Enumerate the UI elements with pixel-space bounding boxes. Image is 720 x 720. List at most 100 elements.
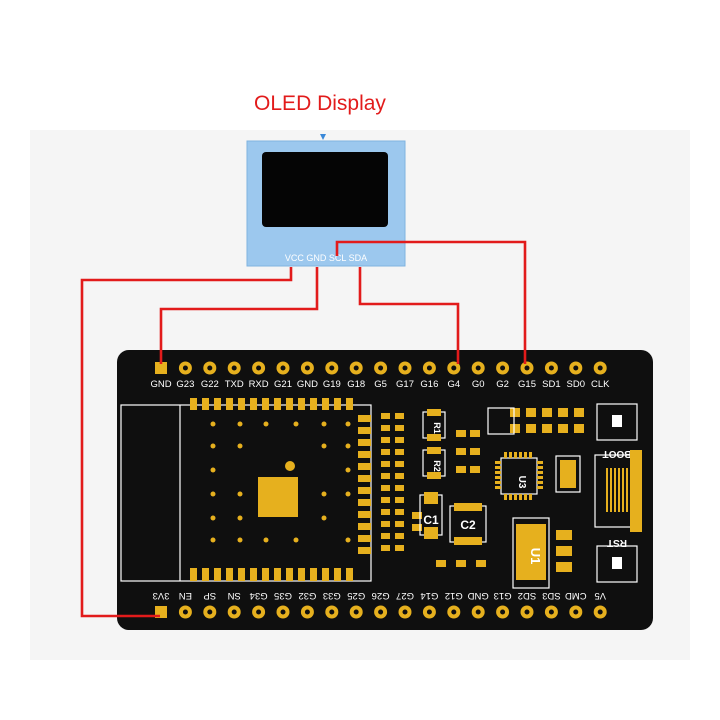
module-pad — [310, 568, 317, 581]
silk-label: R2 — [432, 460, 442, 472]
smd-pad — [395, 461, 404, 467]
pin-hole — [426, 609, 432, 615]
module-pad — [274, 568, 281, 581]
bottom-pin-label: G26 — [372, 590, 390, 601]
smd-pad — [456, 430, 466, 437]
smd-pad — [454, 503, 482, 511]
smd-pad — [618, 468, 620, 512]
module-pad — [358, 415, 371, 422]
wire-vcc-3v3 — [80, 267, 293, 618]
smd-pad — [495, 476, 501, 479]
smd-pad — [381, 461, 390, 467]
smd-pad — [537, 486, 543, 489]
smd-pad — [495, 486, 501, 489]
smd-pad — [470, 430, 480, 437]
smd-pad — [427, 409, 441, 416]
smd-pad — [395, 449, 404, 455]
smd-pad — [524, 494, 527, 500]
smd-pad — [556, 562, 572, 572]
top-pin-label: CLK — [591, 379, 610, 390]
pin-hole — [182, 365, 188, 371]
silk-label: RST — [607, 537, 627, 548]
module-pad — [214, 568, 221, 581]
silk-label: R1 — [432, 422, 442, 434]
bottom-pin-label: G13 — [494, 590, 512, 601]
module-pad — [190, 568, 197, 581]
smd-pad — [630, 450, 642, 532]
smd-pad — [381, 497, 390, 503]
smd-pad — [427, 472, 441, 479]
smd-pad — [510, 424, 520, 433]
smd-pad — [526, 408, 536, 417]
via — [321, 421, 327, 427]
pin-hole — [353, 365, 359, 371]
pin-hole — [280, 609, 286, 615]
smd-pad — [606, 468, 608, 512]
smd-pad — [381, 545, 390, 551]
bottom-pin-label: SD2 — [518, 590, 536, 601]
smd-pad — [556, 530, 572, 540]
smd-pad — [454, 537, 482, 545]
via — [321, 491, 327, 497]
module-pad — [358, 535, 371, 542]
top-pin-label: G4 — [447, 379, 460, 390]
smd-pad — [381, 449, 390, 455]
via — [345, 491, 351, 497]
module-pad — [346, 398, 353, 410]
pin-hole — [402, 609, 408, 615]
top-pin-label: G22 — [201, 379, 219, 390]
smd-pad — [504, 452, 507, 458]
smd-pad — [395, 413, 404, 419]
smd-pad — [427, 434, 441, 441]
pin-hole — [475, 609, 481, 615]
module-pad — [358, 451, 371, 458]
via — [345, 467, 351, 473]
bottom-pin-label: SD3 — [542, 590, 560, 601]
bottom-pin-label: G32 — [298, 590, 316, 601]
boot-button — [612, 415, 622, 427]
via — [293, 421, 299, 427]
smd-pad — [395, 545, 404, 551]
smd-pad — [537, 471, 543, 474]
via — [210, 443, 216, 449]
smd-pad — [542, 408, 552, 417]
pin-hole — [475, 365, 481, 371]
pin1-marker — [285, 461, 295, 471]
pin-hole — [256, 609, 262, 615]
bottom-pin-label: G34 — [250, 590, 268, 601]
smd-pad — [395, 485, 404, 491]
smd-pad — [395, 521, 404, 527]
silk-outline — [555, 455, 581, 493]
smd-pad — [626, 468, 628, 512]
via — [321, 443, 327, 449]
module-pad — [250, 398, 257, 410]
smd-pad — [381, 521, 390, 527]
smd-pad — [381, 425, 390, 431]
bottom-pin-label: G35 — [274, 590, 292, 601]
top-pin-label: G21 — [274, 379, 292, 390]
module-pad — [190, 398, 197, 410]
smd-pad — [558, 424, 568, 433]
via — [263, 421, 269, 427]
top-pin-label: G15 — [518, 379, 536, 390]
smd-pad — [381, 413, 390, 419]
smd-pad — [495, 481, 501, 484]
module-pad — [286, 398, 293, 410]
pin-hole — [500, 609, 506, 615]
smd-pad — [395, 425, 404, 431]
oled-module: VCC GND SCL SDA — [246, 134, 406, 267]
smd-pad — [381, 485, 390, 491]
wire-scl-g15 — [335, 240, 527, 364]
smd-pad — [495, 461, 501, 464]
via — [345, 421, 351, 427]
smd-pad — [495, 471, 501, 474]
module-pad — [298, 568, 305, 581]
pin-hole — [573, 365, 579, 371]
module-pad — [358, 475, 371, 482]
smd-pad — [509, 452, 512, 458]
module-pad — [358, 427, 371, 434]
module-pad — [202, 398, 209, 410]
